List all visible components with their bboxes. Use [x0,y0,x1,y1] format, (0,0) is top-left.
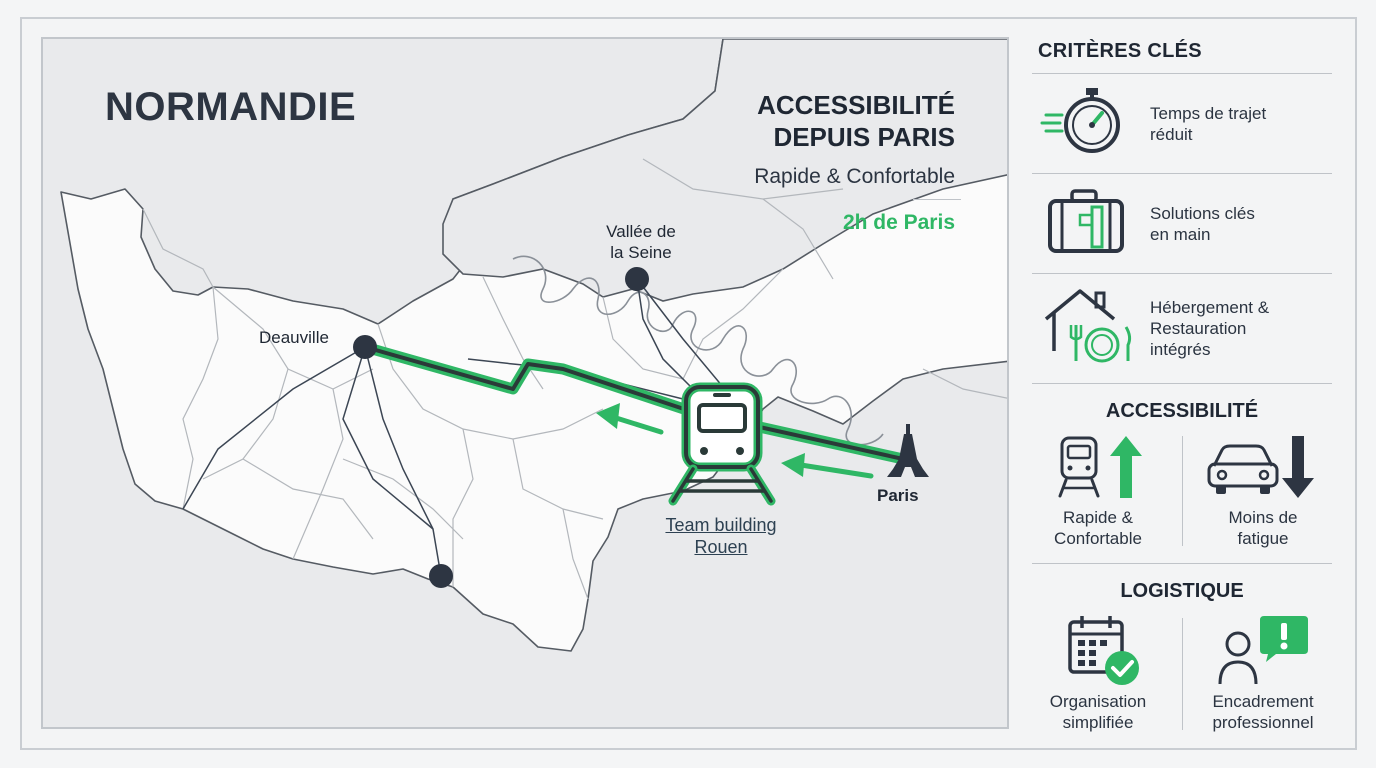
criterion-item: Hébergement & Restauration intégrés [1032,285,1332,377]
calendar-check-icon [1068,616,1139,685]
accessibility-section-title: ACCESSIBILITÉ [1105,400,1259,422]
city-node-south [429,564,453,588]
criterion-line-2: en main [1150,225,1211,244]
channel-sea [442,39,1007,302]
criterion-label: Temps de trajet réduit [1150,103,1266,145]
criterion-line-1: Temps de trajet [1150,104,1267,123]
divider [1032,73,1332,74]
criteria-section-title: CRITÈRES CLÉS [1032,40,1332,63]
headline-line-2: DEPUIS PARIS [773,122,955,152]
city-label-paris: Paris [877,486,919,505]
label-line-2: Confortable [1054,529,1142,548]
train-icon [668,382,776,506]
rouen-line-1: Team building [665,515,777,535]
seine-line-1: Vallée de [606,222,676,241]
label-line-2: simplifiée [1062,713,1134,732]
region-title: NORMANDIE [105,85,357,129]
criterion-line-1: Solutions clés [1150,204,1255,223]
divider [1182,618,1183,730]
label-line-1: Encadrement [1212,692,1314,711]
normandy-map: NORMANDIE ACCESSIBILITÉ DEPUIS PARIS Rap… [41,37,1009,729]
label-line-1: Rapide & [1063,508,1133,527]
criterion-line-1: Hébergement & [1150,298,1270,317]
criterion-label: Solutions clés en main [1150,203,1255,245]
criterion-line-2: réduit [1150,125,1193,144]
city-label-seine: Vallée de la Seine [591,221,691,263]
logistics-section-title: LOGISTIQUE [1120,580,1244,602]
map-graphic [60,39,1007,652]
map-internal-borders [142,158,1007,600]
train-up-arrow-icon [1058,436,1142,498]
house-dining-icon [1044,289,1132,363]
divider [1032,273,1332,274]
criterion-label: Hébergement & Restauration intégrés [1150,297,1269,360]
travel-time: 2h de Paris [842,211,955,234]
criteria-title: CRITÈRES CLÉS [1038,40,1202,62]
seine-line-2: la Seine [610,243,672,262]
accessibility-label-fatigue: Moins de fatigue [1188,507,1338,549]
accessibility-label-fast: Rapide & Confortable [1023,507,1173,549]
label-line-1: Moins de [1228,508,1298,527]
car-down-arrow-icon [1207,436,1314,498]
rouen-link[interactable]: Team building Rouen [641,514,801,558]
city-node-deauville [353,335,377,359]
divider [1182,436,1183,546]
eiffel-tower-icon [887,424,929,477]
divider [1032,383,1332,384]
rouen-line-2: Rouen [694,537,748,557]
logistics-label-encadrement: Encadrement professionnel [1188,691,1338,733]
subtitle-divider [913,199,961,200]
seine-river [512,255,884,446]
accessibility-headline: ACCESSIBILITÉ DEPUIS PARIS [757,89,955,153]
criterion-item: Temps de trajet réduit [1032,85,1332,167]
criterion-item: Solutions clés en main [1032,185,1332,267]
divider [1032,173,1332,174]
accessibility-subtitle: Rapide & Confortable [754,165,955,188]
divider [1032,563,1332,564]
city-label-deauville: Deauville [259,328,329,347]
person-alert-icon [1218,616,1308,685]
arrow-left-icon [781,453,874,479]
label-line-1: Organisation [1049,692,1147,711]
headline-line-1: ACCESSIBILITÉ [757,90,955,120]
label-line-2: professionnel [1212,713,1314,732]
city-node-seine [625,267,649,291]
arrow-left-icon [596,403,664,435]
criterion-line-2: Restauration [1150,319,1247,338]
logistics-label-organisation: Organisation simplifiée [1023,691,1173,733]
suitcase-icon [1048,189,1124,253]
criterion-line-3: intégrés [1150,340,1211,359]
stopwatch-icon [1040,88,1120,153]
label-line-2: fatigue [1237,529,1289,548]
